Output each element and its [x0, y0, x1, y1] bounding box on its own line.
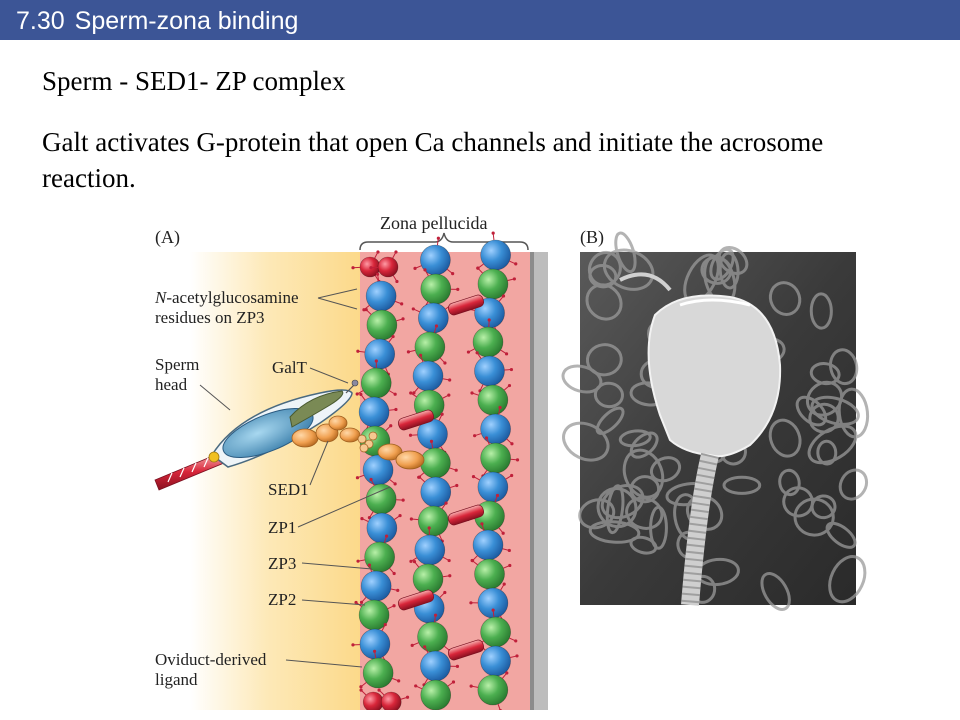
slide-title-text: Sperm-zona binding: [74, 7, 299, 35]
panel-b-label: (B): [580, 227, 604, 248]
zp3-bead: [474, 355, 505, 387]
zp2-bead: [474, 558, 505, 590]
zp3-bead: [477, 471, 509, 503]
zp2-bead: [420, 273, 452, 305]
zp3-bead: [414, 534, 446, 566]
zp3-bead: [472, 529, 504, 561]
zp2-bead: [362, 657, 394, 689]
zp3-bead: [420, 650, 451, 682]
zp2-bead: [420, 447, 451, 479]
zp2-bead: [360, 367, 392, 399]
oviduct-label-line1: Oviduct-derived: [155, 650, 267, 669]
medium-region: [190, 252, 360, 710]
zp3-bead: [360, 570, 392, 602]
zp3-bead: [365, 280, 397, 312]
zp2-bead: [412, 563, 444, 595]
zp2-bead: [417, 505, 449, 537]
zp3-bead: [366, 512, 398, 544]
galt-receptor: [345, 379, 359, 394]
zp2-bead: [480, 616, 511, 648]
sperm-zona-figure: (A) (B) Zona pellucida N-acetylg: [154, 213, 870, 710]
zp2-bead: [365, 483, 397, 515]
sperm-head: [208, 389, 353, 468]
zp2-bead: [477, 674, 509, 706]
zp3-bead: [358, 396, 390, 428]
galt-label: GalT: [272, 358, 308, 377]
slide-heading: Sperm - SED1- ZP complex: [42, 66, 346, 96]
sperm-label-line2: head: [155, 375, 188, 394]
ligand-bead: [380, 691, 402, 710]
zona-filaments: [351, 231, 520, 710]
sed1-label: SED1: [268, 480, 309, 499]
zp1-crosslink: [397, 589, 435, 611]
oviduct-label-line2: ligand: [155, 670, 198, 689]
zp2-bead: [477, 384, 509, 416]
zp1-crosslink: [447, 294, 485, 316]
sed1-protein: [291, 415, 425, 470]
zp3-bead: [364, 338, 396, 370]
zp3-label: ZP3: [268, 554, 296, 573]
membrane-bar: [530, 252, 548, 710]
zp3-bead: [480, 645, 511, 677]
zp1-label: ZP1: [268, 518, 296, 537]
zp1-crosslink: [397, 409, 435, 431]
zp1-crosslink: [447, 639, 485, 661]
sperm-label-line1: Sperm: [155, 355, 199, 374]
zp2-bead: [364, 541, 395, 573]
zp1-crosslink: [447, 504, 485, 526]
zp2-bead: [414, 331, 446, 363]
zp3-bead: [480, 239, 511, 271]
zp2-bead: [480, 442, 511, 474]
panel-a-label: (A): [155, 227, 180, 248]
nag-label-line1: N-acetylglucosamine: [154, 288, 299, 307]
zp2-bead: [417, 621, 448, 653]
zp2-bead: [420, 679, 452, 710]
slide-title: 7.30 Sperm-zona binding: [0, 0, 345, 40]
ligand-bead: [377, 256, 399, 278]
zp3-bead: [480, 413, 511, 445]
slide-body: Galt activates G-protein that open Ca ch…: [42, 127, 824, 193]
nag-label-line2: residues on ZP3: [155, 308, 265, 327]
zp2-label: ZP2: [268, 590, 296, 609]
zona-pellucida-label: Zona pellucida: [380, 213, 487, 233]
zp3-bead: [418, 302, 449, 334]
zp3-bead: [412, 360, 444, 392]
sem-micrograph: [561, 231, 870, 611]
zona-bracket: [359, 232, 529, 251]
zp3-bead: [477, 587, 509, 619]
slide-number: 7.30: [16, 7, 65, 35]
